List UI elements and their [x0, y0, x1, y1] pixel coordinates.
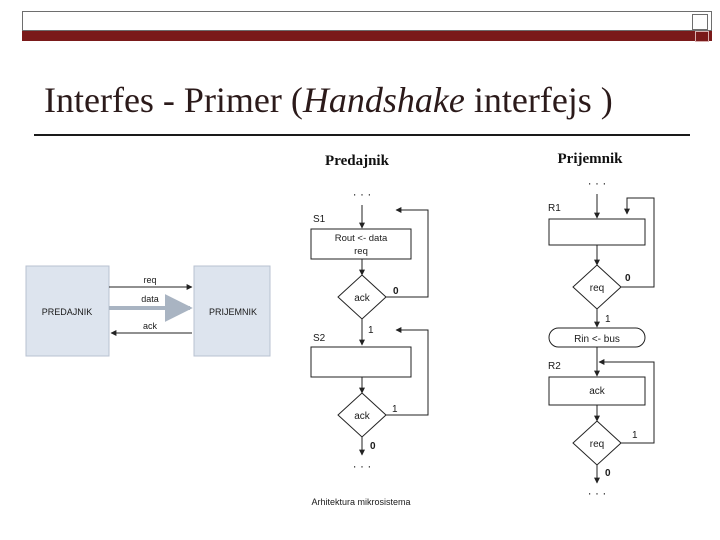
red-decoration-bar — [22, 31, 712, 42]
rin-bus-label: Rin <- bus — [574, 334, 620, 345]
decision-req-2-loop: 1 — [632, 430, 638, 441]
sender-dots-bottom: · · · — [353, 459, 372, 473]
receiver-dots-bottom: · · · — [588, 486, 607, 500]
decision-ack-2-loop: 1 — [392, 404, 398, 415]
state-s1-label: S1 — [313, 214, 326, 225]
block-diagram: PREDAJNIK PRIJEMNIK req data ack — [25, 265, 271, 357]
title-start: Interfes - Primer ( — [44, 80, 303, 120]
ack-1-loop-arrow — [386, 327, 429, 416]
decision-ack-2-exit: 0 — [370, 441, 376, 452]
sender-heading: Predajnik — [325, 153, 390, 169]
receiver-box — [193, 265, 271, 357]
footer-text: Arhitektura mikrosistema — [311, 497, 410, 507]
req-1-loop-arrow — [598, 359, 655, 444]
decision-ack-1-no: 0 — [393, 286, 399, 297]
receiver-heading: Prijemnik — [558, 151, 624, 167]
title-underline — [34, 134, 690, 136]
title-end: interfejs ) — [464, 80, 613, 120]
state-r1-label: R1 — [548, 203, 561, 214]
decision-ack-1-yes: 1 — [368, 325, 374, 336]
receiver-dots-top: · · · — [588, 176, 607, 190]
decision-req-1-label: req — [590, 283, 604, 294]
ack-0-loop-arrow — [386, 207, 429, 298]
decision-req-2-exit: 0 — [605, 468, 611, 479]
decision-req-1-no: 0 — [625, 273, 631, 284]
sender-dots-top: · · · — [353, 187, 372, 201]
state-s2-box — [310, 346, 412, 378]
s1-action-line1: Rout <- data — [335, 233, 388, 244]
state-r2-label: R2 — [548, 361, 561, 372]
corner-square-red — [695, 31, 709, 42]
decision-ack-2-label: ack — [354, 411, 371, 422]
top-decoration-bar — [22, 11, 712, 31]
title-emphasis: Handshake — [302, 80, 465, 120]
decision-req-2-label: req — [590, 439, 604, 450]
sender-box — [25, 265, 110, 357]
sender-label: PREDAJNIK — [42, 307, 93, 317]
receiver-flowchart: Prijemnik · · · R1 req 0 1 Rin <- bus R2… — [548, 151, 655, 500]
state-s1-box — [310, 228, 412, 260]
ack-signal-label: ack — [143, 321, 158, 331]
data-signal-label: data — [141, 294, 159, 304]
receiver-label: PRIJEMNIK — [209, 307, 257, 317]
decision-ack-1-label: ack — [354, 293, 371, 304]
corner-square — [692, 14, 708, 30]
req-signal-label: req — [143, 275, 156, 285]
s1-action-line2: req — [354, 246, 368, 257]
state-s2-label: S2 — [313, 333, 326, 344]
state-r1-box — [548, 218, 646, 246]
slide-title: Interfes - Primer (Handshake interfejs ) — [44, 82, 613, 118]
r2-action-label: ack — [589, 386, 606, 397]
req-0-loop-arrow — [621, 197, 655, 288]
sender-flowchart: Predajnik · · · S1 Rout <- data req ack … — [310, 153, 429, 473]
decision-req-1-yes: 1 — [605, 314, 611, 325]
